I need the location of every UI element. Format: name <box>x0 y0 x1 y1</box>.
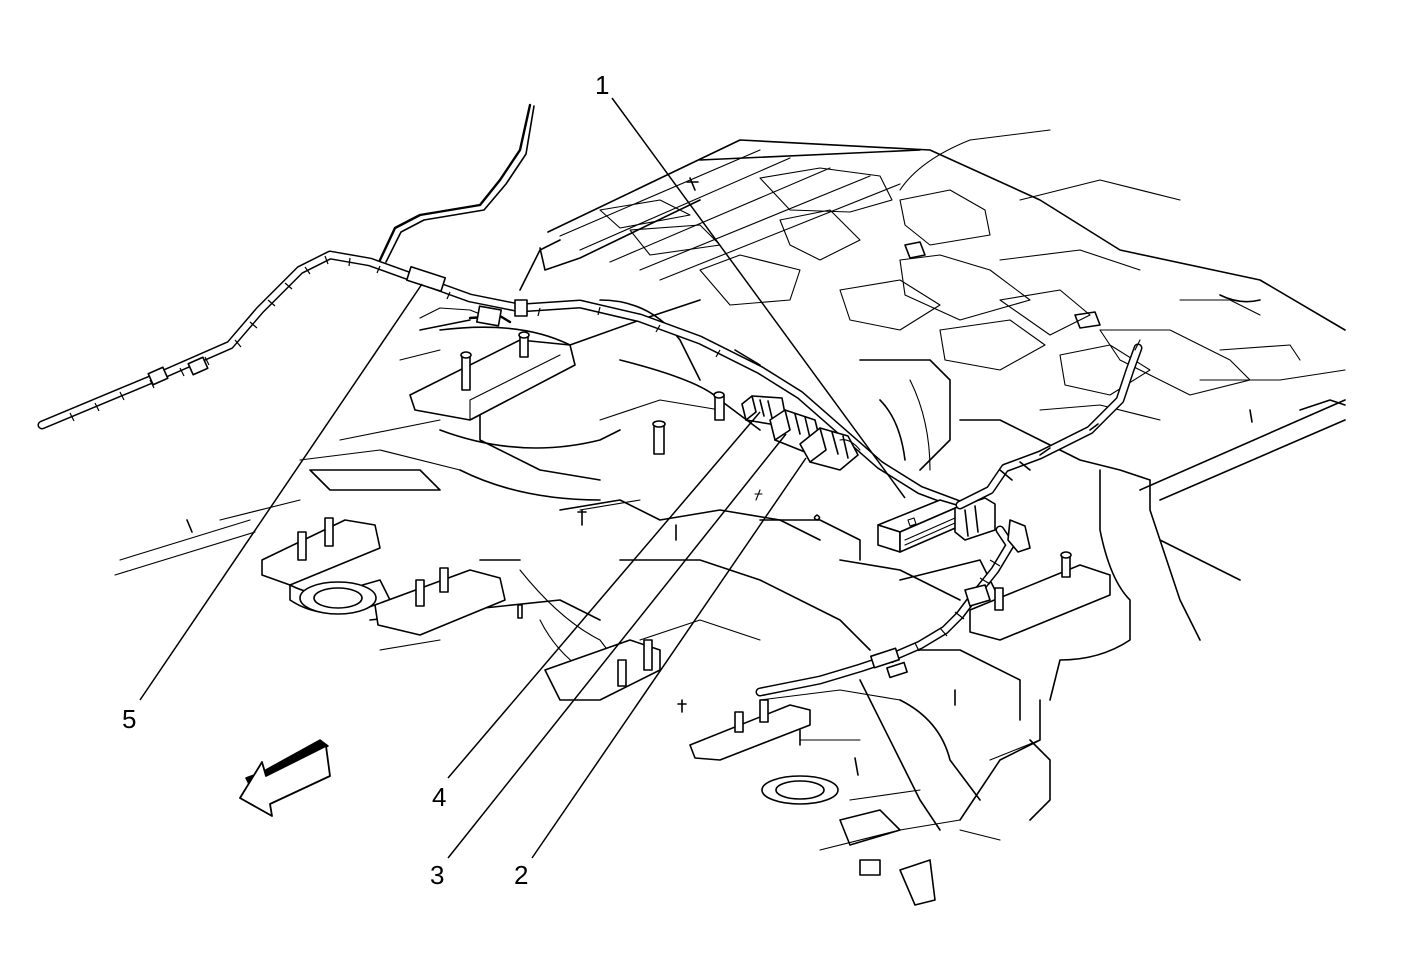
callout-label-3: 3 <box>430 860 444 890</box>
callout-leader-lines <box>139 97 906 859</box>
floor-pan-rear <box>539 129 1346 421</box>
leader-line-5 <box>139 283 423 701</box>
callout-label-5: 5 <box>122 704 136 734</box>
callout-label-1: 1 <box>595 70 609 100</box>
callout-label-4: 4 <box>432 782 446 812</box>
leader-line-3 <box>447 433 787 859</box>
wiring-harness-right <box>755 339 1143 697</box>
floor-pan-middle <box>114 239 1346 906</box>
leader-line-4 <box>447 411 761 779</box>
callout-labels: 1 2 3 4 5 <box>122 70 609 890</box>
wiring-harness-left <box>37 103 965 510</box>
leader-line-2 <box>531 457 807 859</box>
harness-connectors <box>741 395 861 471</box>
leader-line-1 <box>611 97 906 499</box>
seat-mount-brackets <box>261 331 1111 805</box>
callout-label-2: 2 <box>514 860 528 890</box>
control-module <box>877 497 996 553</box>
front-arrow-icon <box>239 739 331 817</box>
